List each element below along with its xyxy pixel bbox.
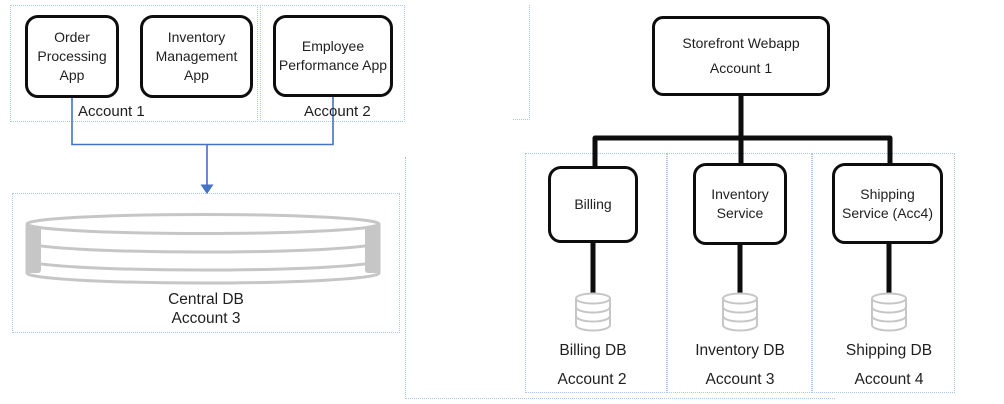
- inventory-service-node: Inventory Service: [693, 163, 787, 245]
- bus-connector: [592, 135, 893, 166]
- billing-database-cylinder-icon: [575, 292, 611, 332]
- blue-fanin-connector: [71, 97, 334, 146]
- billing-service-node: Billing: [548, 166, 638, 243]
- shipping-db-label: Shipping DB: [845, 342, 933, 359]
- employee-performance-app-label: Employee Performance App: [278, 38, 388, 73]
- account2-group-label: Account 2: [304, 103, 371, 120]
- storefront-webapp-label: Storefront Webapp: [682, 35, 800, 51]
- inventory-db-label: Inventory DB: [695, 342, 785, 359]
- central-db-name: Central DB: [168, 291, 244, 308]
- account3-column-label: Account 3: [705, 371, 775, 388]
- central-db-caption: Central DB Account 3: [12, 290, 400, 328]
- shipping-service-label: Shipping Service (Acc4): [841, 185, 934, 221]
- billing-db-label: Billing DB: [559, 342, 627, 359]
- partial-dotted-boundary-middle: [405, 157, 835, 399]
- shipping-database-cylinder-icon: [871, 292, 907, 332]
- storefront-account-label: Account 1: [709, 60, 773, 76]
- blue-arrowhead-icon: [200, 184, 214, 194]
- central-db-group-boundary: [12, 193, 400, 333]
- account1-group-label: Account 1: [78, 103, 145, 120]
- inventory-database-cylinder-icon: [722, 292, 758, 332]
- employee-performance-app-node: Employee Performance App: [273, 15, 393, 97]
- storefront-webapp-node: Storefront Webapp Account 1: [652, 16, 830, 96]
- central-db-account: Account 3: [171, 310, 241, 327]
- account2-column-label: Account 2: [557, 371, 627, 388]
- order-processing-app-label: Order Processing App: [37, 29, 107, 83]
- inventory-management-app-node: Inventory Management App: [140, 15, 253, 98]
- account4-column-label: Account 4: [854, 371, 924, 388]
- inventory-management-app-label: Inventory Management App: [155, 29, 238, 83]
- billing-service-label: Billing: [574, 196, 612, 212]
- central-database-cylinder-icon: [25, 213, 381, 285]
- partial-dotted-boundary-top: [513, 5, 530, 120]
- order-processing-app-node: Order Processing App: [25, 15, 119, 98]
- account1-group-boundary: [10, 5, 258, 122]
- inventory-service-label: Inventory Service: [711, 186, 769, 221]
- account4-column-boundary: [812, 153, 955, 393]
- shipping-service-node: Shipping Service (Acc4): [832, 163, 943, 244]
